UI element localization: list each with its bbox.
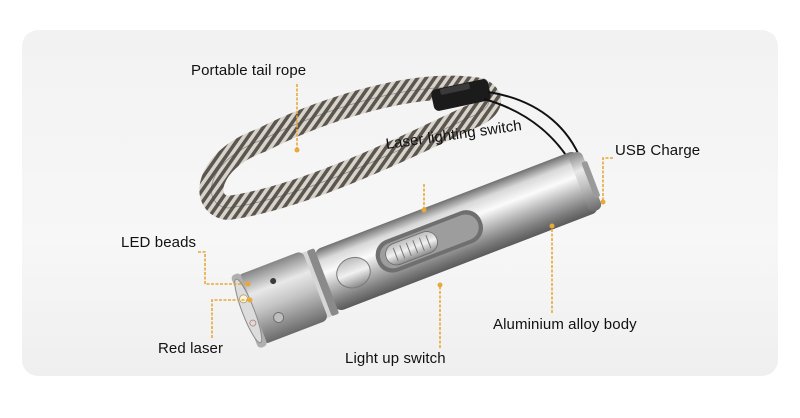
leader-lines	[198, 84, 613, 348]
label-body: Aluminium alloy body	[493, 316, 637, 333]
label-led-beads: LED beads	[121, 234, 197, 251]
flashlight-body	[231, 151, 602, 348]
label-usb-charge: USB Charge	[615, 142, 701, 159]
label-red-laser: Red laser	[158, 340, 224, 357]
label-tail-rope: Portable tail rope	[191, 62, 307, 79]
label-light-switch: Light up switch	[345, 350, 446, 367]
rope-clasp	[431, 79, 491, 111]
leader-usb	[602, 157, 613, 202]
leader-led	[198, 251, 248, 285]
leader-red-laser	[211, 299, 250, 338]
